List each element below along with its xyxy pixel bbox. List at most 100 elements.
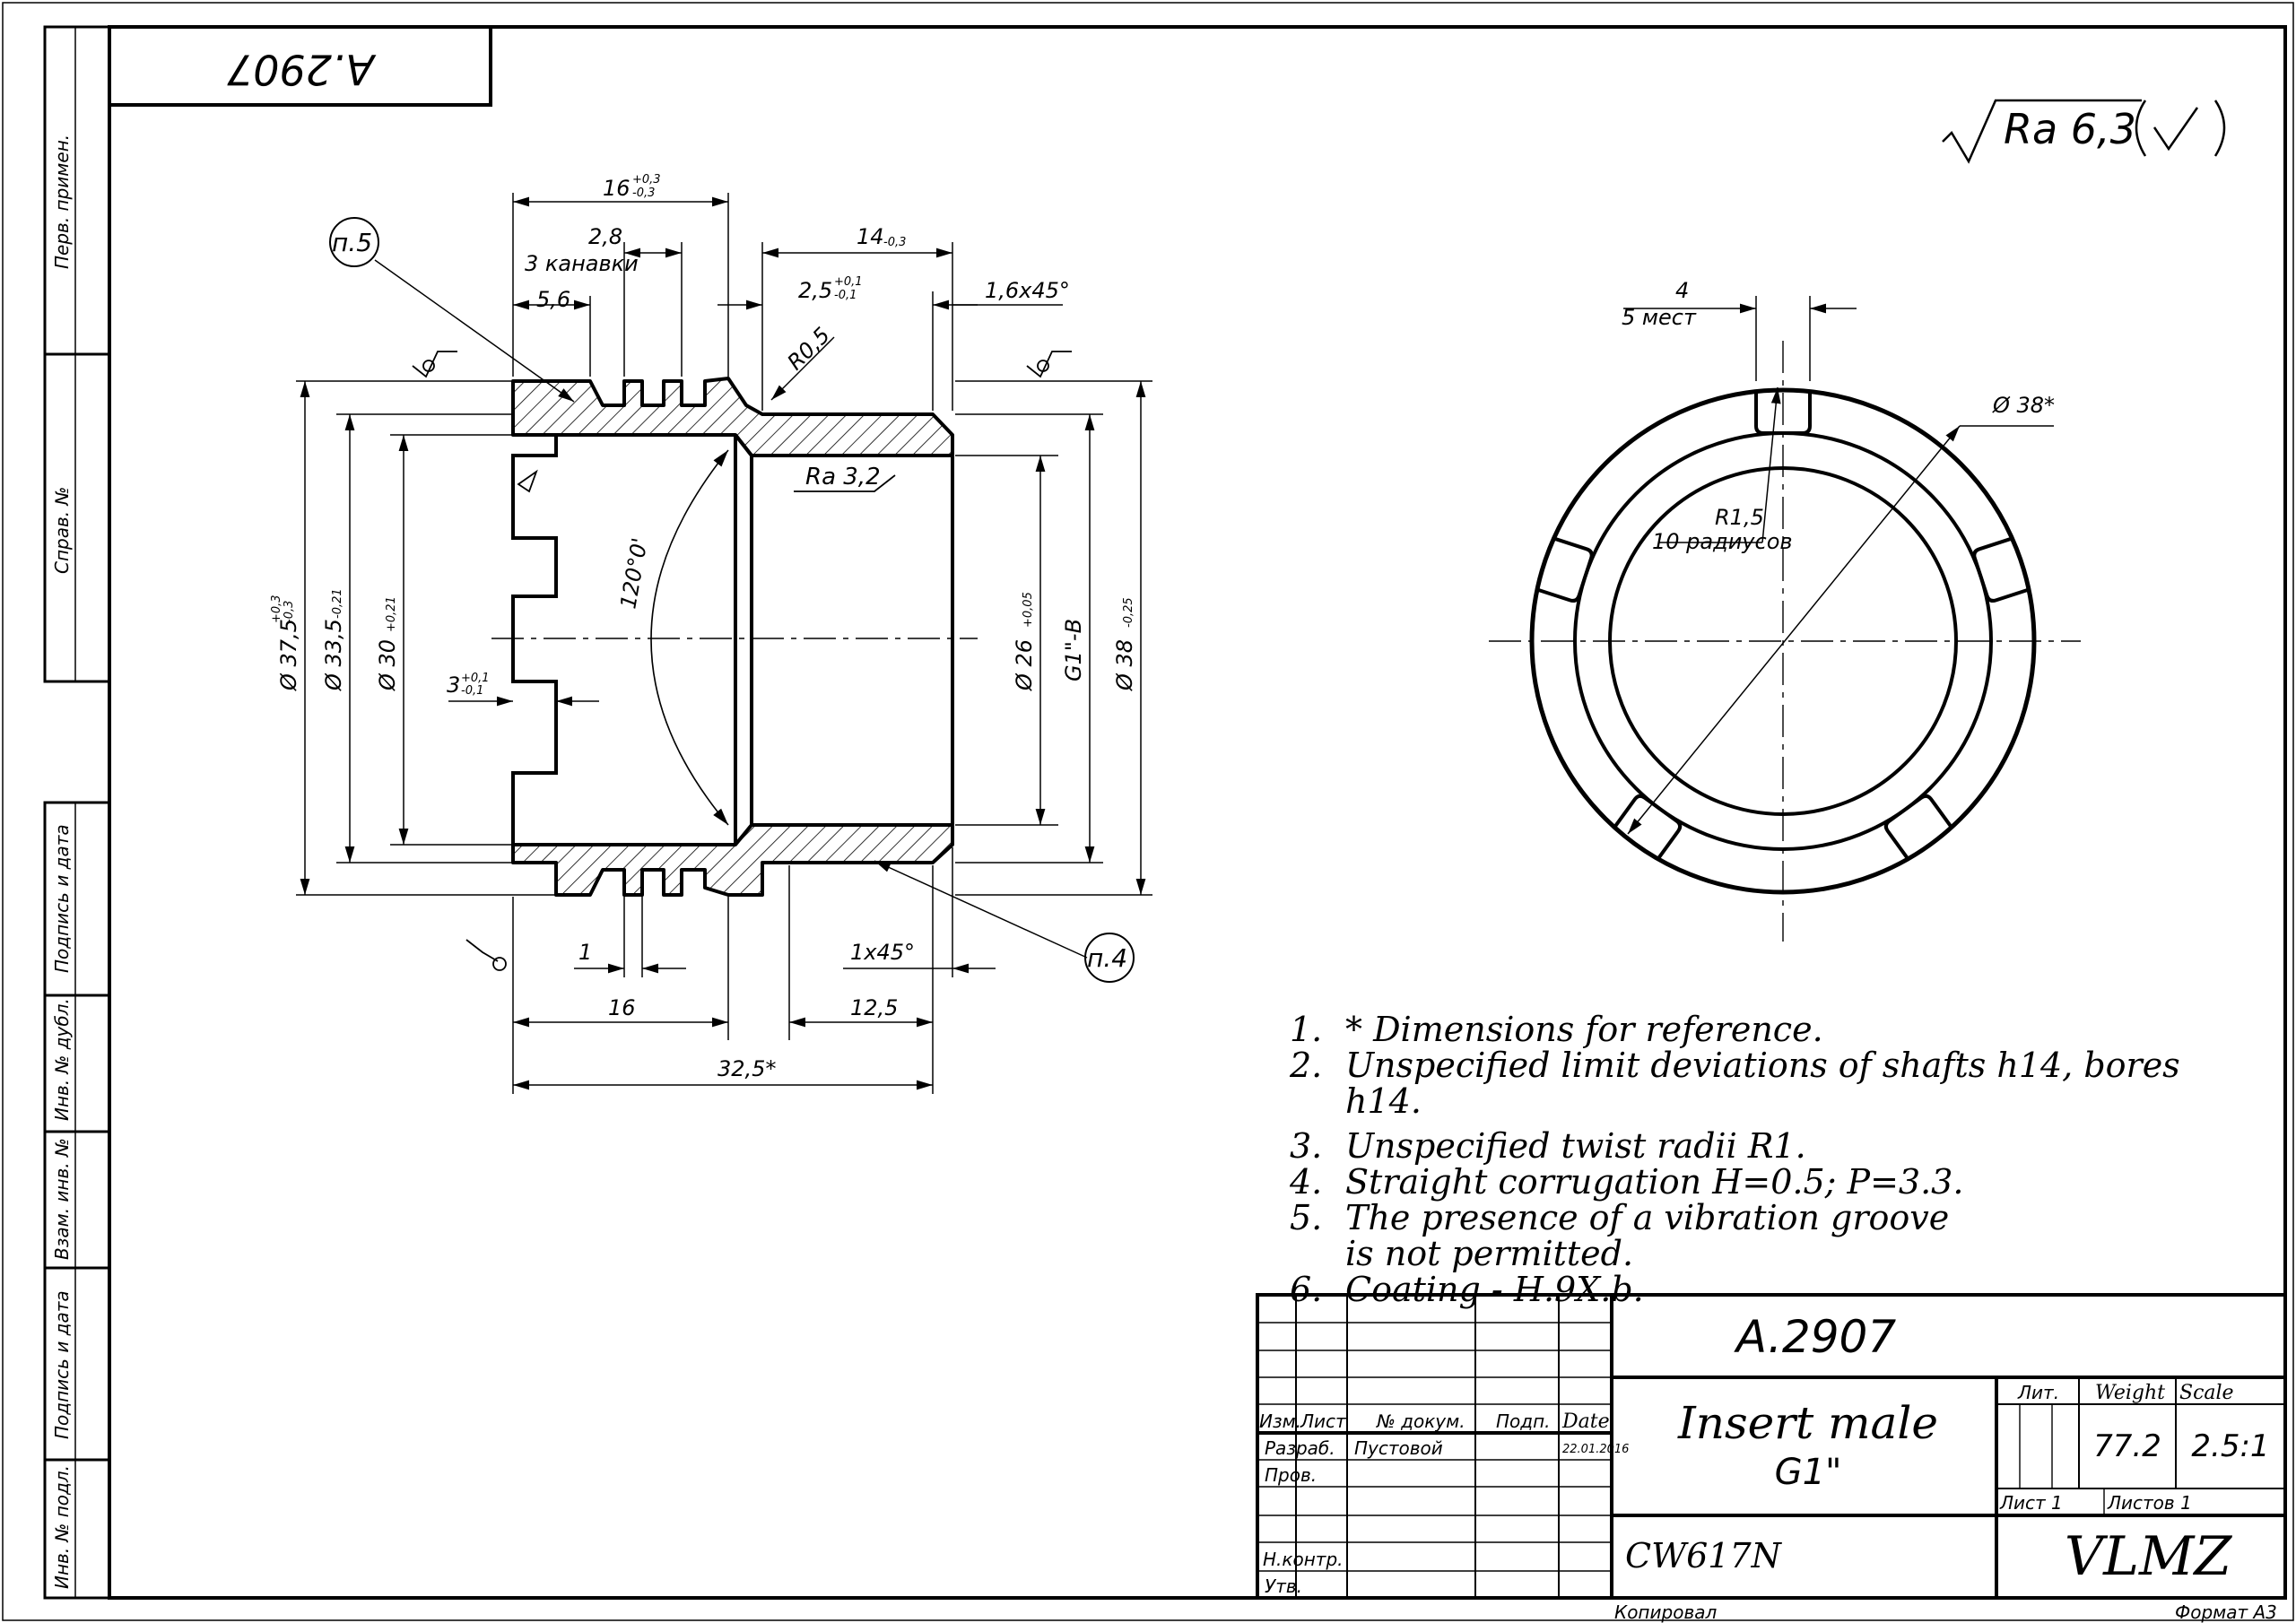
col-date: Date bbox=[1561, 1410, 1610, 1433]
note-item: 1. * Dimensions for reference. bbox=[1290, 1011, 2222, 1047]
dim-tol: +0,3 bbox=[270, 595, 283, 623]
material: CW617N bbox=[1625, 1536, 1783, 1575]
dim-d38: Ø 38 bbox=[1112, 639, 1137, 691]
note-item: 6. Coating - H.9X.b. bbox=[1290, 1271, 2222, 1307]
note-text: * Dimensions for reference. bbox=[1345, 1010, 1823, 1049]
dim-chamfer-bottom: 1x45° bbox=[850, 940, 915, 965]
side-label: Инв. № дубл. bbox=[51, 998, 73, 1121]
dim-slot: 3 bbox=[447, 673, 460, 698]
side-label: Инв. № подл. bbox=[51, 1465, 73, 1589]
end-slot bbox=[1883, 794, 1954, 862]
side-label: Подпись и дата bbox=[51, 824, 73, 973]
row-nkontr: Н.контр. bbox=[1263, 1549, 1344, 1570]
razrab-name: Пустовой bbox=[1354, 1437, 1443, 1459]
note-item: 2. Unspecified limit deviations of shafts… bbox=[1290, 1047, 2222, 1119]
roughness-text: Ra 6,3 bbox=[2004, 105, 2136, 153]
top-drawing-number: A.2907 bbox=[227, 46, 377, 94]
weight-label: Weight bbox=[2095, 1382, 2165, 1404]
technical-notes: 1. * Dimensions for reference. 2. Unspecif… bbox=[1290, 1011, 2222, 1307]
razrab-date: 22.01.2016 bbox=[1562, 1443, 1629, 1456]
dim-tol: -0,3 bbox=[883, 236, 906, 249]
dim-bottom-right: 12,5 bbox=[850, 995, 898, 1020]
note-item: 5.The presence of a vibration groove is … bbox=[1290, 1200, 1971, 1271]
col-izm: Изм. bbox=[1259, 1410, 1301, 1432]
sheet-number: Лист 1 bbox=[1999, 1492, 2063, 1514]
company: VLMZ bbox=[2065, 1525, 2233, 1588]
note-text: Unspecified twist radii R1. bbox=[1345, 1126, 1806, 1166]
dim-end-slot-count: 5 мест bbox=[1622, 305, 1697, 330]
side-label: Перв. примен. bbox=[51, 135, 73, 269]
lit-label: Лит. bbox=[2017, 1382, 2059, 1403]
side-label: Взам. инв. № bbox=[51, 1138, 73, 1260]
callout-p5: п.5 bbox=[332, 228, 372, 257]
weight-value: 77.2 bbox=[2093, 1428, 2161, 1464]
end-slot bbox=[1612, 794, 1683, 862]
note-number: 4. bbox=[1290, 1162, 1323, 1202]
scale-label: Scale bbox=[2179, 1382, 2234, 1404]
dim-groove-count: 3 канавки bbox=[525, 251, 639, 276]
scale-value: 2.5:1 bbox=[2191, 1428, 2269, 1464]
title-part-name-1: Insert male bbox=[1677, 1397, 1938, 1449]
dim-d26: Ø 26 bbox=[1012, 639, 1037, 691]
side-label: Справ. № bbox=[51, 487, 73, 574]
dim-end-radius: R1,5 bbox=[1715, 505, 1764, 530]
footer-format: Формат А3 bbox=[2175, 1601, 2277, 1623]
dim-tol: -0,3 bbox=[632, 187, 655, 200]
footer-copied: Копировал bbox=[1614, 1601, 1717, 1623]
dim-tol: -0,25 bbox=[1122, 597, 1135, 628]
dim-tol: -0,1 bbox=[461, 684, 483, 698]
title-block bbox=[1256, 1293, 2287, 1600]
row-razrab: Разраб. bbox=[1265, 1437, 1335, 1459]
dim-rib-width: 1 bbox=[578, 940, 592, 965]
dim-bottom-left: 16 bbox=[608, 995, 636, 1020]
dim-tol: +0,05 bbox=[1022, 592, 1035, 628]
end-view bbox=[1489, 296, 2081, 942]
dim-tol: -0,3 bbox=[283, 601, 296, 623]
title-block-text: A.2907 Insert male G1" Изм. Лист № докум… bbox=[1259, 1311, 2277, 1623]
note-number: 5. bbox=[1290, 1198, 1323, 1237]
dim-tol: +0,21 bbox=[385, 596, 398, 632]
top-number-box bbox=[108, 25, 492, 107]
section-wall-bottom bbox=[511, 823, 954, 897]
sheet-count: Листов 1 bbox=[2107, 1492, 2192, 1514]
dim-end-radius-count: 10 радиусов bbox=[1652, 529, 1793, 554]
title-doc-number: A.2907 bbox=[1734, 1311, 1896, 1363]
roughness-symbol bbox=[1942, 99, 2226, 164]
dim-tol: +0,1 bbox=[461, 672, 490, 685]
note-number: 1. bbox=[1290, 1010, 1323, 1049]
dim-tol: +0,3 bbox=[632, 173, 661, 187]
dim-overall: 32,5* bbox=[718, 1056, 776, 1081]
side-strip-labels: Перв. примен. Справ. № Подпись и дата Ин… bbox=[51, 135, 73, 1589]
end-slot bbox=[1972, 536, 2031, 603]
end-view-labels: 4 5 мест Ø 38* R1,5 10 радиусов bbox=[1622, 278, 2055, 554]
note-text: Straight corrugation H=0.5; P=3.3. bbox=[1345, 1162, 1964, 1202]
row-utv: Утв. bbox=[1265, 1575, 1302, 1597]
note-number: 3. bbox=[1290, 1126, 1323, 1166]
bore-roughness: Ra 3,2 bbox=[805, 464, 881, 490]
dim-groove-offset: 5,6 bbox=[536, 287, 570, 312]
dim-d33-5: Ø 33,5 bbox=[321, 619, 346, 691]
col-list: Лист bbox=[1300, 1410, 1347, 1432]
dim-groove-width: 2,8 bbox=[588, 224, 622, 249]
section-view: 120°0' Ra 3,2 bbox=[412, 351, 1072, 971]
note-text: Unspecified limit deviations of shafts h… bbox=[1345, 1046, 2180, 1121]
dim-tol: +0,1 bbox=[834, 275, 863, 289]
dim-thread: G1"-B bbox=[1061, 619, 1086, 681]
dim-undercut: 2,5 bbox=[798, 278, 832, 303]
dim-d37-5: Ø 37,5 bbox=[276, 619, 301, 691]
note-number: 2. bbox=[1290, 1046, 1323, 1085]
dim-tol: -0,1 bbox=[834, 289, 857, 302]
row-prov: Пров. bbox=[1265, 1464, 1317, 1486]
dim-end-diameter: Ø 38* bbox=[1992, 393, 2055, 418]
cone-angle-label: 120°0' bbox=[615, 536, 652, 611]
callout-p4: п.4 bbox=[1087, 943, 1127, 973]
note-number: 6. bbox=[1290, 1270, 1323, 1309]
section-dimension-labels: п.5 п.4 16 +0,3 -0,3 2,8 3 канавки 5,6 1… bbox=[270, 173, 1137, 1081]
dim-top-overall: 16 bbox=[603, 176, 631, 201]
dim-end-slot-width: 4 bbox=[1675, 278, 1689, 303]
end-slot bbox=[1535, 536, 1594, 603]
note-text: Coating - H.9X.b. bbox=[1345, 1270, 1644, 1309]
section-wall-top bbox=[511, 377, 954, 457]
